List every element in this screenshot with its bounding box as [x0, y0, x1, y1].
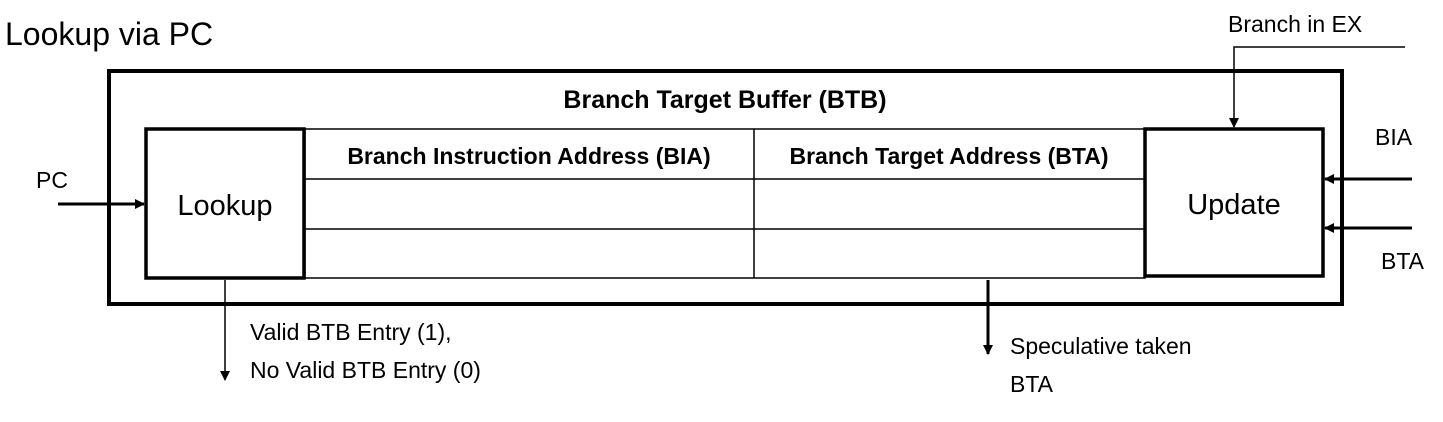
update-box [1143, 127, 1325, 278]
page-title: Lookup via PC [5, 16, 213, 52]
btb-frame [107, 69, 1344, 306]
valid-entry-label-1: Valid BTB Entry (1), [250, 319, 452, 345]
branch-in-ex-arrow [1229, 46, 1405, 128]
btb-label: Branch Target Buffer (BTB) [563, 86, 886, 114]
bta-label: BTA [1381, 248, 1425, 274]
table-header-bia: Branch Instruction Address (BIA) [347, 143, 710, 169]
lookup-label: Lookup [177, 190, 272, 222]
speculative-bta-label-1: Speculative taken [1010, 333, 1192, 359]
branch-in-ex-label: Branch in EX [1228, 11, 1362, 37]
table-header-bta: Branch Target Address (BTA) [789, 143, 1108, 169]
pc-label: PC [36, 167, 68, 193]
update-label: Update [1187, 189, 1281, 221]
valid-entry-label-2: No Valid BTB Entry (0) [250, 357, 481, 383]
btb-table: Branch Instruction Address (BIA) Branch … [304, 128, 1146, 279]
lookup-box [144, 127, 306, 280]
speculative-bta-label-2: BTA [1010, 371, 1054, 397]
bia-label: BIA [1375, 124, 1413, 150]
